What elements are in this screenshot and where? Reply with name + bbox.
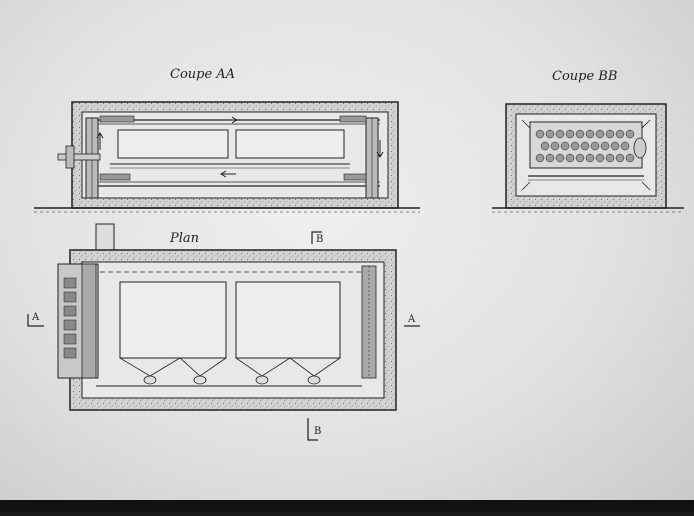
plan-drive-gears [63, 277, 77, 359]
section-b-bottom-label: B [314, 426, 321, 437]
flow-arrow-icon [222, 116, 238, 124]
plan-title: Plan [169, 231, 199, 246]
plan-burner-nozzles [143, 375, 321, 385]
coupe-bb-section: Coupe BB [492, 69, 684, 213]
plan-view: Plan [57, 223, 397, 411]
section-marker-a-right: A [404, 314, 420, 327]
section-marker-a-left: A [27, 312, 44, 327]
coupe-aa-section: Coupe AA [34, 67, 420, 213]
coupe-bb-title: Coupe BB [552, 69, 617, 84]
coupe-aa-tray-left [117, 129, 229, 159]
plan-tray-left [119, 281, 227, 359]
coupe-bb-product-rows [535, 129, 635, 163]
coupe-aa-drive-shaft [57, 153, 101, 161]
coupe-aa-tray-right [235, 129, 345, 159]
flow-arrow-icon [96, 132, 104, 150]
film-border [0, 500, 694, 512]
plan-tray-right [235, 281, 341, 359]
coupe-bb-air-arrows [521, 119, 651, 191]
coupe-aa-title: Coupe AA [170, 67, 235, 82]
section-b-top-label: B [316, 234, 323, 245]
section-a-right-label: A [407, 314, 416, 325]
plan-hoppers [119, 357, 341, 377]
flow-arrow-icon [220, 170, 236, 178]
flow-arrow-icon [376, 140, 384, 158]
coupe-bb-fan [633, 137, 647, 159]
section-a-left-label: A [31, 312, 40, 323]
plan-left-drum [81, 263, 97, 379]
section-marker-b-bottom: B [307, 418, 321, 441]
section-marker-b-top: B [311, 231, 323, 245]
